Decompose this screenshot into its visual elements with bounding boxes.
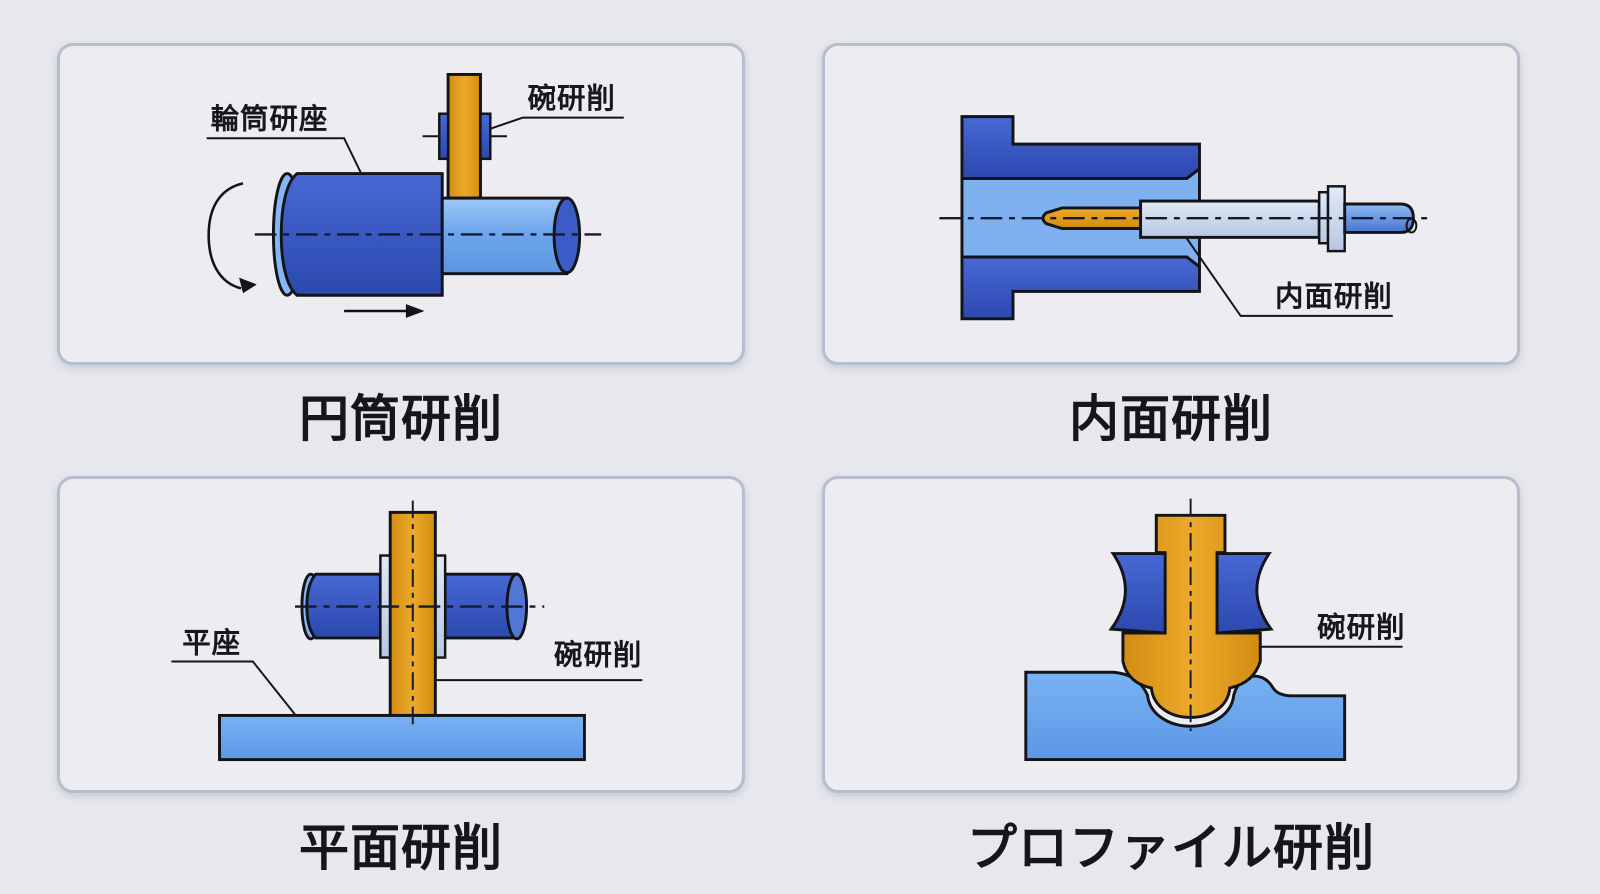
title-profile-grinding: プロファイル研削 — [967, 820, 1375, 876]
panel-cylindrical-grinding: 輪筒研座 碗研削 — [57, 43, 745, 365]
feed-arrowhead-icon — [405, 304, 425, 318]
surface-grinding-drawing: 平座 碗研削 — [171, 500, 643, 762]
clamp-block-right — [1215, 552, 1274, 635]
clamp-block-left — [1108, 552, 1167, 635]
rotation-arrowhead-icon — [239, 277, 257, 294]
profile-grinding-drawing: 碗研削 — [1024, 498, 1405, 762]
wheel-flange — [479, 112, 492, 161]
panel-surface-grinding: 平座 碗研削 — [57, 476, 745, 793]
leader-line — [206, 137, 362, 174]
profiled-workpiece — [1024, 670, 1347, 762]
internal-grinding-drawing: 内面研削 — [939, 115, 1434, 321]
label-wheel: 碗研削 — [528, 82, 616, 115]
ground-cylinder — [440, 196, 569, 276]
label-workpiece: 輪筒研座 — [211, 102, 329, 135]
label-wheel: 碗研削 — [1317, 611, 1405, 644]
leader-line — [171, 660, 296, 716]
label-wheel: 内面研削 — [1275, 281, 1393, 313]
grinding-wheel — [446, 72, 482, 200]
label-wheel: 碗研削 — [554, 638, 642, 671]
cylindrical-grinding-drawing: 輪筒研座 碗研削 — [206, 72, 624, 318]
leader-line — [490, 116, 624, 130]
workpiece-section-lower — [960, 255, 1201, 321]
workpiece-cylinder — [279, 172, 444, 297]
label-base: 平座 — [182, 627, 241, 660]
panel-profile-grinding: 碗研削 — [822, 476, 1520, 793]
title-cylindrical-grinding: 円筒研削 — [299, 391, 503, 447]
workpiece-section-upper — [960, 115, 1201, 180]
title-internal-grinding: 内面研削 — [1069, 391, 1273, 447]
panel-internal-grinding: 内面研削 — [822, 43, 1520, 365]
rotation-arrow-icon — [207, 182, 244, 290]
flat-table — [218, 713, 586, 762]
leader-line — [1185, 237, 1393, 317]
wheel-flange — [438, 112, 450, 161]
title-surface-grinding: 平面研削 — [299, 820, 503, 876]
